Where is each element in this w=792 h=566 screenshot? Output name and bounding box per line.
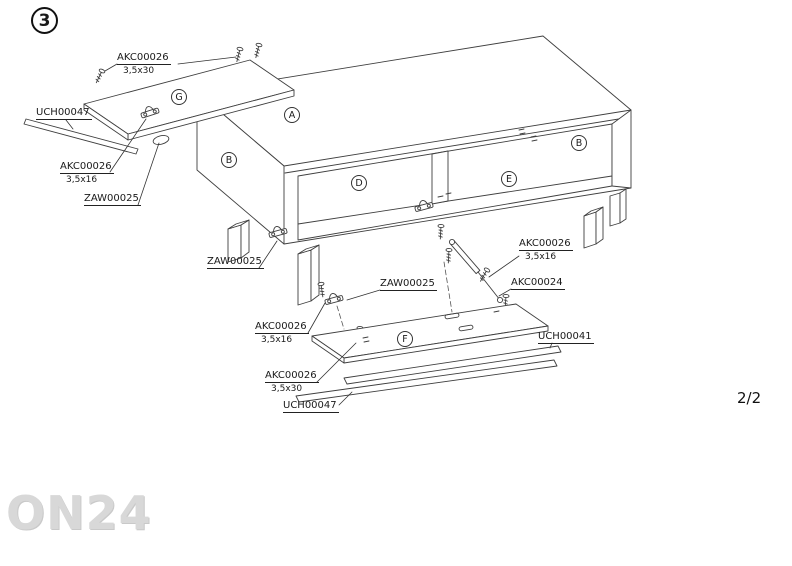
screw-icon [436,223,445,240]
part-code: ZAW00025 [207,256,264,269]
callout-akc00026-bottom-left: AKC00026 3,5x16 [255,320,309,346]
callout-uch00047-bottom: UCH00047 [283,399,339,413]
part-code: AKC00026 [519,238,573,251]
callout-uch00041: UCH00041 [538,330,594,344]
leader-lines [65,56,553,406]
callout-akc00026-left: AKC00026 3,5x16 [60,160,114,186]
watermark-logo: ON24 [6,486,152,540]
panel-badge-b-right: B [571,135,587,151]
part-code: UCH00047 [36,107,92,120]
part-code: AKC00026 [265,370,319,383]
panel-badge-a: A [284,107,300,123]
callout-akc00026-bottom: AKC00026 3,5x30 [265,369,319,395]
panel-badge-g: G [171,89,187,105]
panel-badge-b-left: B [221,152,237,168]
part-size: 3,5x16 [66,175,98,185]
callout-uch00047-top: UCH00047 [36,106,92,120]
screw-icon [444,247,453,264]
handle-rail-top [23,118,139,155]
screw-icon [233,46,244,63]
handle-rail-uch41 [343,345,562,385]
cabinet-body [196,35,632,245]
alignment-lines [336,261,453,330]
part-size: 3,5x30 [271,384,303,394]
cabinet-legs [227,188,627,306]
callout-akc00026-top: AKC00026 3,5x30 [117,51,171,77]
part-size: 3,5x16 [261,335,293,345]
handle-rail-bottom [295,359,558,403]
part-size: 3,5x30 [123,66,155,76]
bottom-panel-f [311,303,549,364]
callout-akc00026-right: AKC00026 3,5x16 [519,237,573,263]
panel-badge-f: F [397,331,413,347]
panel-badge-d: D [351,175,367,191]
part-code: AKC00024 [511,277,565,290]
gas-strut [448,238,504,304]
screw-icon [93,67,106,85]
part-code: AKC00026 [60,161,114,174]
part-code: ZAW00025 [84,193,141,206]
part-code: AKC00026 [255,321,309,334]
part-code: UCH00041 [538,331,594,344]
callout-akc00024: AKC00024 [511,276,565,290]
page-indicator: 2/2 [737,389,762,407]
hinge-icon [323,290,344,306]
panel-badge-e: E [501,171,517,187]
callout-zaw00025-lower: ZAW00025 [380,277,437,291]
part-size: 3,5x16 [525,252,557,262]
part-code: UCH00047 [283,400,339,413]
callout-zaw00025-middle: ZAW00025 [207,255,264,269]
part-code: AKC00026 [117,52,171,65]
screw-icon [252,42,263,59]
step-number-badge: 3 [31,7,58,34]
top-shelf-panel-g [83,59,295,145]
part-code: ZAW00025 [380,278,437,291]
callout-zaw00025-left: ZAW00025 [84,192,141,206]
